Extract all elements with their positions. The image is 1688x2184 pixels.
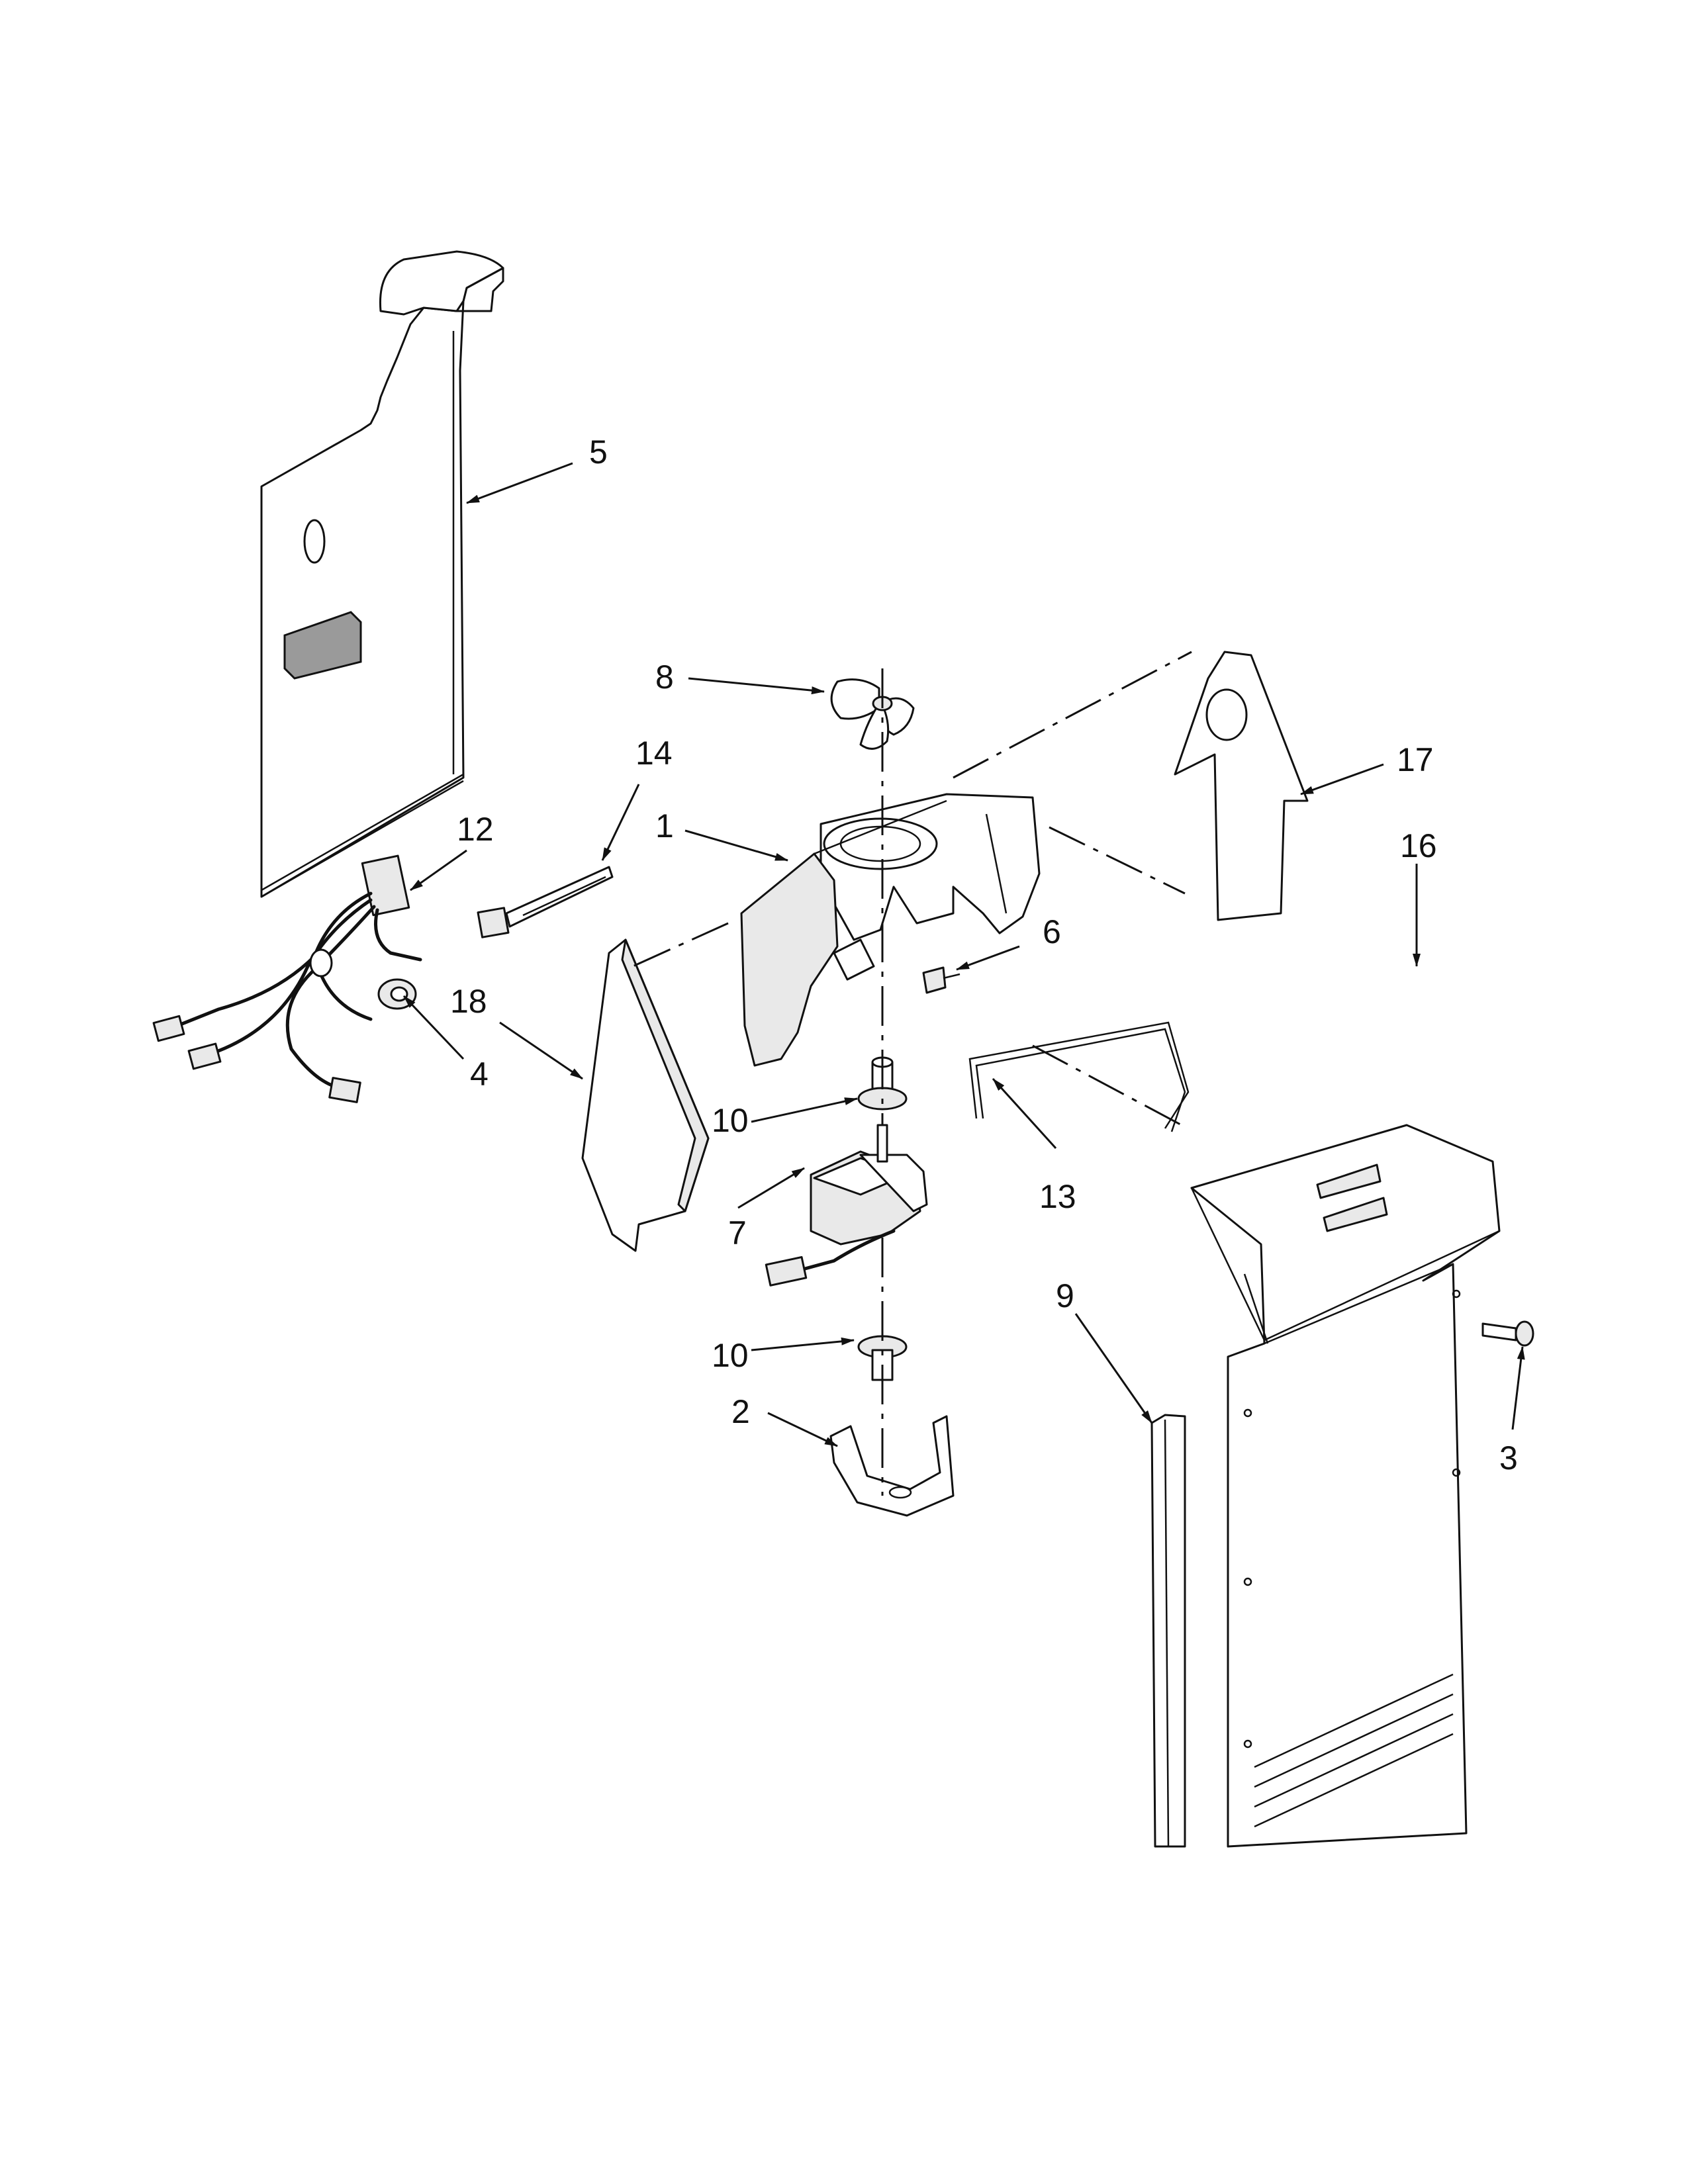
part-8-fan-blade: [830, 678, 915, 750]
callout-8: 8: [655, 659, 674, 696]
part-17-insulation: [1174, 651, 1309, 921]
callout-7: 7: [728, 1214, 747, 1251]
callout-17: 17: [1397, 741, 1434, 778]
part-2-motor-bracket: [829, 1415, 955, 1517]
callout-6: 6: [1043, 913, 1061, 950]
part-16-evaporator-cover: [1190, 1124, 1501, 1848]
part-3-screw: [1481, 1320, 1534, 1347]
part-7-fan-motor: [765, 1124, 928, 1287]
part-14-cable-tie: [477, 866, 614, 938]
callout-1: 1: [655, 807, 674, 844]
callout-12: 12: [457, 811, 494, 848]
callout-9: 9: [1056, 1277, 1074, 1314]
part-18-insulation: [581, 938, 710, 1252]
callout-2: 2: [731, 1393, 750, 1430]
callout-3: 3: [1499, 1439, 1518, 1477]
callout-18: 18: [450, 983, 487, 1020]
callout-14: 14: [635, 735, 673, 772]
part-5-air-duct: [260, 250, 504, 898]
callout-13: 13: [1039, 1178, 1076, 1215]
part-1-fan-shroud: [740, 793, 1041, 1067]
leader-arrows: [402, 462, 1525, 1447]
callout-4: 4: [470, 1056, 489, 1093]
part-4-grommet: [377, 978, 417, 1010]
part-12-wire-harness: [152, 854, 422, 1103]
assembly-lines: [625, 651, 1192, 1496]
callout-10-lower: 10: [712, 1337, 749, 1374]
part-9-gasket-strip: [1150, 1414, 1186, 1848]
callout-10-upper: 10: [712, 1102, 749, 1139]
part-13-wire-clip: [968, 1021, 1190, 1132]
callout-5: 5: [589, 433, 608, 471]
callout-labels: 5 8 14 1 6 17 16 12 4 18 10 7 13 10 2 9 …: [450, 433, 1518, 1477]
callout-16: 16: [1400, 827, 1437, 864]
vent-slots: [1254, 1673, 1454, 1828]
part-6-screw: [922, 966, 961, 994]
